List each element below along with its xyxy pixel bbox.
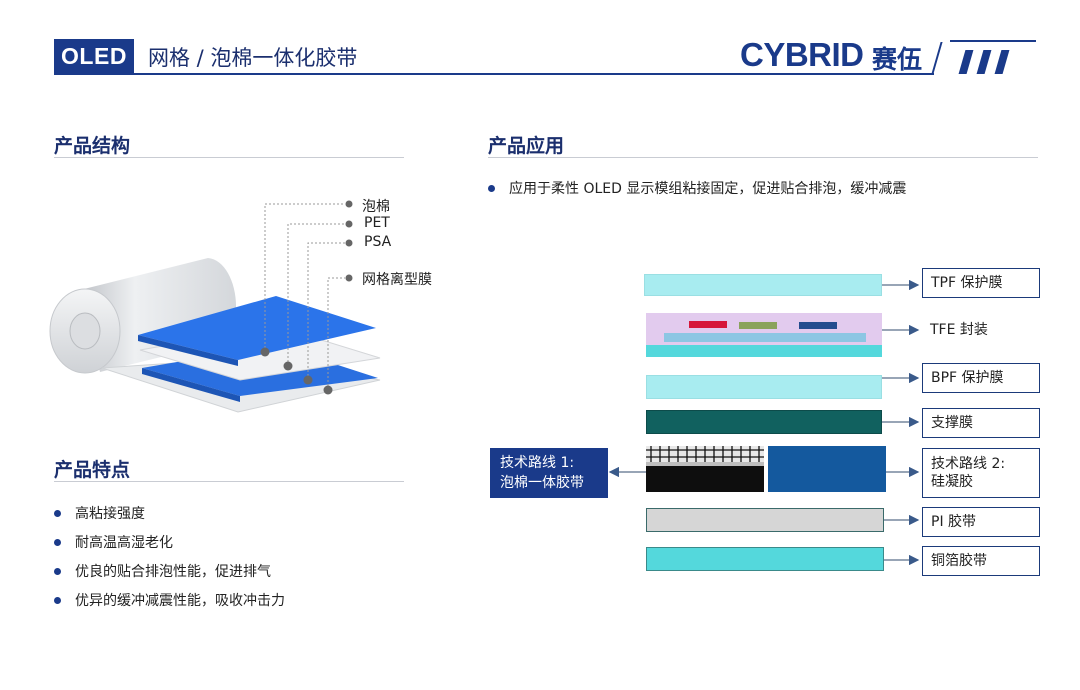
feature-text: 优良的贴合排泡性能，促进排气 <box>75 564 271 580</box>
callout-tpf: TPF 保护膜 <box>922 268 1040 298</box>
feature-item: 优良的贴合排泡性能，促进排气 <box>54 561 271 581</box>
section-title-features: 产品特点 <box>54 459 131 481</box>
brand-logo-bar <box>958 50 974 74</box>
label-foam: 泡棉 <box>362 199 390 215</box>
brand-logo-bar <box>976 50 992 74</box>
silicone-gel-layer <box>768 446 886 492</box>
tfe-blue-pixel <box>799 322 837 329</box>
pi-tape-layer <box>646 508 884 532</box>
foam-layer <box>138 296 376 360</box>
roll-core <box>69 312 101 350</box>
callout-text: 支撑膜 <box>931 415 973 431</box>
callout-support-film: 支撑膜 <box>922 408 1040 438</box>
bpf-film-layer <box>646 375 882 399</box>
feature-text: 高粘接强度 <box>75 506 145 522</box>
label-psa: PSA <box>364 234 392 250</box>
bullet-dot <box>488 184 495 192</box>
brand-logo-text: CYBRID <box>740 36 864 73</box>
route1-line1: 技术路线 1: <box>500 455 575 471</box>
callout-text: PI 胶带 <box>931 514 977 530</box>
tape-roll-illustration <box>49 200 381 413</box>
section-rule <box>488 157 1038 158</box>
callout-tfe: TFE 封装 <box>922 316 1040 344</box>
route1-line2: 泡棉一体胶带 <box>500 475 584 491</box>
brand-logo-rule <box>950 40 1036 42</box>
callout-bpf: BPF 保护膜 <box>922 363 1040 393</box>
page-title: 网格 / 泡棉一体化胶带 <box>148 46 358 70</box>
label-grid-release-film: 网格离型膜 <box>362 272 432 288</box>
section-title-structure: 产品结构 <box>54 135 131 157</box>
oled-tag: OLED <box>54 39 134 73</box>
application-text: 应用于柔性 OLED 显示模组粘接固定，促进贴合排泡，缓冲减震 <box>509 181 907 197</box>
feature-text: 耐高温高湿老化 <box>75 535 173 551</box>
bullet-dot <box>54 538 61 546</box>
callout-copper-foil-tape: 铜箔胶带 <box>922 546 1040 576</box>
callout-text: 技术路线 2: <box>931 456 1006 472</box>
feature-item: 耐高温高湿老化 <box>54 532 173 552</box>
bullet-dot <box>54 567 61 575</box>
application-item: 应用于柔性 OLED 显示模组粘接固定，促进贴合排泡，缓冲减震 <box>488 178 906 198</box>
foam-layer-edge <box>138 335 238 366</box>
feature-item: 优异的缓冲减震性能，吸收冲击力 <box>54 590 285 610</box>
callout-text: BPF 保护膜 <box>931 370 1004 386</box>
leader-points <box>260 200 353 395</box>
tfe-base-layer <box>646 345 882 357</box>
copper-foil-tape-layer <box>646 547 884 571</box>
callout-pi-tape: PI 胶带 <box>922 507 1040 537</box>
section-title-application: 产品应用 <box>488 135 565 157</box>
callout-route2: 技术路线 2: 硅凝胶 <box>922 448 1040 498</box>
brand-logo-slash <box>931 42 943 74</box>
tpf-film-layer <box>644 274 882 296</box>
brand-logo-chinese: 赛伍 <box>872 45 923 74</box>
section-rule <box>54 157 404 158</box>
foam-tape-grid-layer <box>646 446 764 492</box>
section-rule <box>54 481 404 482</box>
bullet-dot <box>54 596 61 604</box>
feature-item: 高粘接强度 <box>54 503 145 523</box>
callout-text: 铜箔胶带 <box>931 553 987 569</box>
leader-lines <box>264 203 345 390</box>
tfe-green-pixel <box>739 322 777 329</box>
bullet-dot <box>54 509 61 517</box>
support-film-layer <box>646 410 882 434</box>
callout-text: TFE 封装 <box>930 322 988 338</box>
psa-layer-edge <box>142 368 240 402</box>
feature-text: 优异的缓冲减震性能，吸收冲击力 <box>75 593 285 609</box>
callout-route1: 技术路线 1: 泡棉一体胶带 <box>490 448 608 498</box>
header-rule <box>54 73 934 75</box>
tfe-substrate <box>664 333 866 342</box>
brand-logo-bar <box>994 50 1010 74</box>
tfe-red-pixel <box>689 321 727 328</box>
connector-arrows <box>608 279 920 566</box>
callout-text: 硅凝胶 <box>931 474 973 490</box>
label-pet: PET <box>364 215 390 231</box>
callout-text: TPF 保护膜 <box>931 275 1003 291</box>
